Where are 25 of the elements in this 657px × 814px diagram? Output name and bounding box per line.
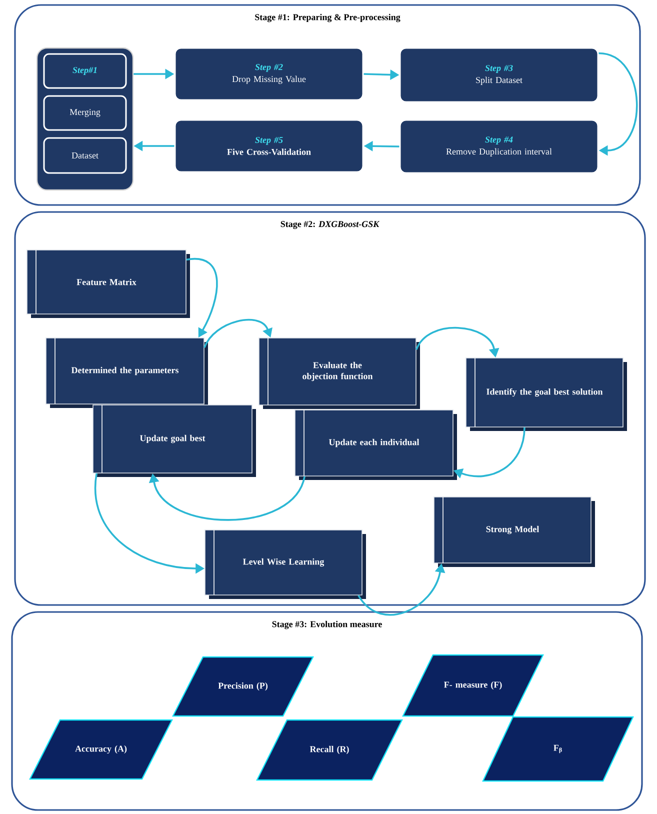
block-box: Determined the parameters [46,338,208,408]
block-box: Feature Matrix [26,250,190,318]
stage-title: Stage #2: DXGBoost-GSK [280,221,380,229]
step-box: Step#1 [43,53,127,89]
stage-title: Stage #3: Evolution measure [272,620,382,630]
block-box: Identify the goal best solution [466,358,627,431]
step-box: Step #3 Split Dataset [399,47,599,103]
step-box: Merging [43,95,127,131]
block-box: Level Wise Learning [204,530,366,599]
block-box: Evaluate the objection function [258,338,420,409]
parallelogram-box: Recall (R) [256,719,403,781]
parallelogram-box: Accuracy (A) [29,719,173,780]
block-box: Update goal best [92,404,256,477]
block-box: Update each individual [294,410,457,480]
parallelogram-box: Precision (P) [172,656,314,717]
parallelogram-box: F$_{β}$ [482,716,634,782]
step-box: Step #2 Drop Missing Value [174,47,364,101]
parallelogram-box: F- measure (F) [402,654,544,717]
block-box: Strong Model [434,496,595,567]
arrow [598,52,638,156]
step-box: Dataset [43,137,127,174]
stage-title: Stage #1: Preparing & Pre-processing [255,14,400,22]
step-box: Step #5 Five Cross-Validation [174,119,364,173]
arrow [204,318,272,348]
step-box: Step #4 Remove Duplication interval [399,119,599,174]
